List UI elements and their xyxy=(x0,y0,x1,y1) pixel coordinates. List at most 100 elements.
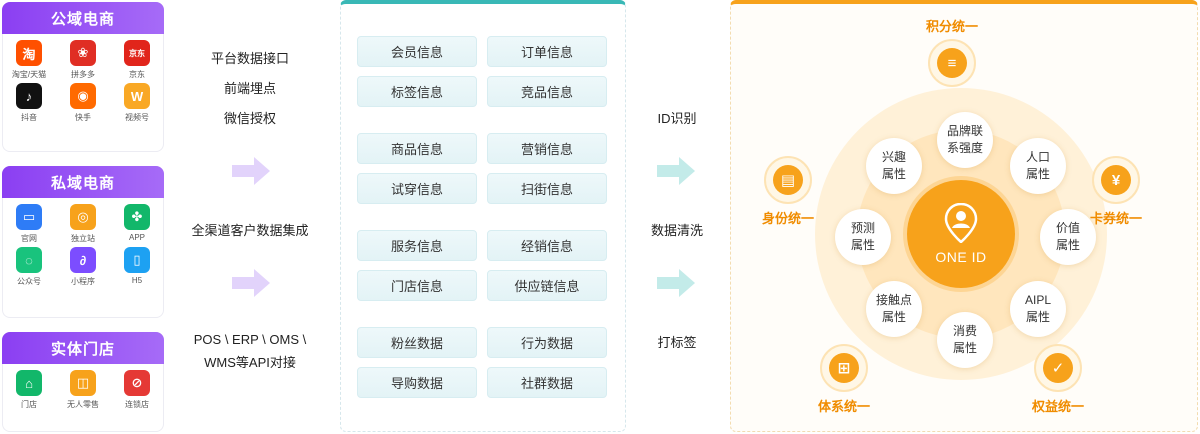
id-card-icon: ▤ xyxy=(764,156,812,204)
app-label: 视频号 xyxy=(125,113,149,122)
attribute-line: 属性 xyxy=(1025,310,1050,324)
attribute-line: 属性 xyxy=(881,310,906,324)
channel-app[interactable]: 淘淘宝/天猫 xyxy=(2,40,56,83)
app-label: 无人零售 xyxy=(67,400,99,409)
globe-icon: ◎ xyxy=(70,204,96,230)
channel-app[interactable]: ⊘ 连锁店 xyxy=(110,370,164,413)
app-label: 淘宝/天猫 xyxy=(11,70,47,79)
app-label: 小程序 xyxy=(71,277,95,286)
channel-app[interactable]: ◉快手 xyxy=(56,83,110,126)
attribute-line: 人口 xyxy=(1025,150,1050,164)
coins-icon: ≡ xyxy=(928,39,976,87)
unification-node: ▤ 身份统一 xyxy=(762,156,814,227)
channel-app[interactable]: ✤APP xyxy=(110,204,164,247)
data-source-cell: 服务信息 xyxy=(357,230,477,261)
app-label: 拼多多 xyxy=(71,70,95,79)
unification-node: 积分统一 ≡ xyxy=(926,16,978,87)
attribute-bubble: 消费属性 xyxy=(937,312,993,368)
app-label: H5 xyxy=(131,276,143,285)
data-source-cell: 标签信息 xyxy=(357,76,477,107)
channel-app[interactable]: ▭官网 xyxy=(2,204,56,247)
user-location-icon xyxy=(944,203,978,243)
douyin-icon: ♪ xyxy=(16,83,42,109)
channel-app[interactable]: ▯H5 xyxy=(110,247,164,290)
data-source-cell: 行为数据 xyxy=(487,327,607,358)
attribute-line: 品牌联 xyxy=(946,124,983,138)
pinduoduo-icon: ❀ xyxy=(70,40,96,66)
attribute-bubble: 兴趣属性 xyxy=(866,138,922,194)
official-account-icon: ◌ xyxy=(16,247,42,273)
attribute-line: 属性 xyxy=(1055,238,1080,252)
channel-app[interactable]: ∂ 小程序 xyxy=(56,247,110,290)
hierarchy-icon: ⊞ xyxy=(820,344,868,392)
attribute-bubble: 品牌联系强度 xyxy=(937,112,993,168)
data-source-cell: 导购数据 xyxy=(357,367,477,398)
channel-title: 实体门店 xyxy=(2,332,164,364)
flow-arrow-icon xyxy=(232,157,270,185)
channel-title: 私域电商 xyxy=(2,166,164,198)
app-icon: ✤ xyxy=(124,204,150,230)
unification-label: 体系统一 xyxy=(818,399,871,414)
app-label: 官网 xyxy=(21,234,37,243)
channel-physical-stores: 实体门店 ⌂门店 ◫ 无人零售 ⊘ 连锁店 xyxy=(2,332,164,432)
integration-line: 平台数据接口 xyxy=(210,51,289,66)
one-id-core: ONE ID xyxy=(907,180,1015,288)
attribute-line: 接触点 xyxy=(875,293,912,307)
channel-app[interactable]: ♪抖音 xyxy=(2,83,56,126)
integration-line: 微信授权 xyxy=(223,111,276,126)
attribute-bubble: 接触点属性 xyxy=(866,281,922,337)
attribute-line: 消费 xyxy=(952,324,977,338)
channel-app[interactable]: 京东京东 xyxy=(110,40,164,83)
data-source-cell: 经销信息 xyxy=(487,230,607,261)
channel-app[interactable]: ◫ 无人零售 xyxy=(56,370,110,413)
data-source-cell: 试穿信息 xyxy=(357,173,477,204)
store-icon: ⌂ xyxy=(16,370,42,396)
channel-app[interactable]: ❀ 拼多多 xyxy=(56,40,110,83)
processing-step: ID识别 xyxy=(657,111,697,126)
channels-icon: W xyxy=(124,83,150,109)
app-label: 独立站 xyxy=(71,234,95,243)
data-source-cell: 营销信息 xyxy=(487,133,607,164)
chain-store-icon: ⊘ xyxy=(124,370,150,396)
data-source-cell: 扫街信息 xyxy=(487,173,607,204)
app-label: 公众号 xyxy=(17,277,41,286)
attribute-bubble: 人口属性 xyxy=(1010,138,1066,194)
basket-icon: ◫ xyxy=(70,370,96,396)
channel-title: 公域电商 xyxy=(2,2,164,34)
integration-line: 前端埋点 xyxy=(223,81,276,96)
unification-label: 身份统一 xyxy=(762,211,815,226)
jd-icon: 京东 xyxy=(124,40,150,66)
attribute-line: 预测 xyxy=(850,221,875,235)
channel-app[interactable]: W 视频号 xyxy=(110,83,164,126)
one-id-label: ONE ID xyxy=(935,249,987,265)
attribute-line: 属性 xyxy=(952,341,977,355)
coupon-icon: ¥ xyxy=(1092,156,1140,204)
processing-step: 打标签 xyxy=(657,335,697,350)
kuaishou-icon: ◉ xyxy=(70,83,96,109)
unification-label: 积分统一 xyxy=(926,19,979,34)
channel-app[interactable]: ◌ 公众号 xyxy=(2,247,56,290)
data-source-cell: 门店信息 xyxy=(357,270,477,301)
unification-label: 权益统一 xyxy=(1032,399,1085,414)
taobao-icon: 淘 xyxy=(16,40,42,66)
app-label: 连锁店 xyxy=(125,400,149,409)
flow-arrow-icon xyxy=(657,157,695,185)
mini-program-icon: ∂ xyxy=(70,247,96,273)
attribute-line: 属性 xyxy=(881,167,906,181)
data-source-cell: 供应链信息 xyxy=(487,270,607,301)
unification-node: ⊞ 体系统一 xyxy=(818,344,870,415)
channel-app[interactable]: ⌂门店 xyxy=(2,370,56,413)
data-source-cell: 订单信息 xyxy=(487,36,607,67)
processing-step: 数据清洗 xyxy=(650,223,703,238)
attribute-line: 系强度 xyxy=(946,141,983,155)
attribute-bubble: 预测属性 xyxy=(835,209,891,265)
attribute-line: 属性 xyxy=(1025,167,1050,181)
badge-icon: ✓ xyxy=(1034,344,1082,392)
data-source-cell: 社群数据 xyxy=(487,367,607,398)
attribute-line: 价值 xyxy=(1055,221,1080,235)
channel-app[interactable]: ◎ 独立站 xyxy=(56,204,110,247)
app-label: 京东 xyxy=(129,70,145,79)
